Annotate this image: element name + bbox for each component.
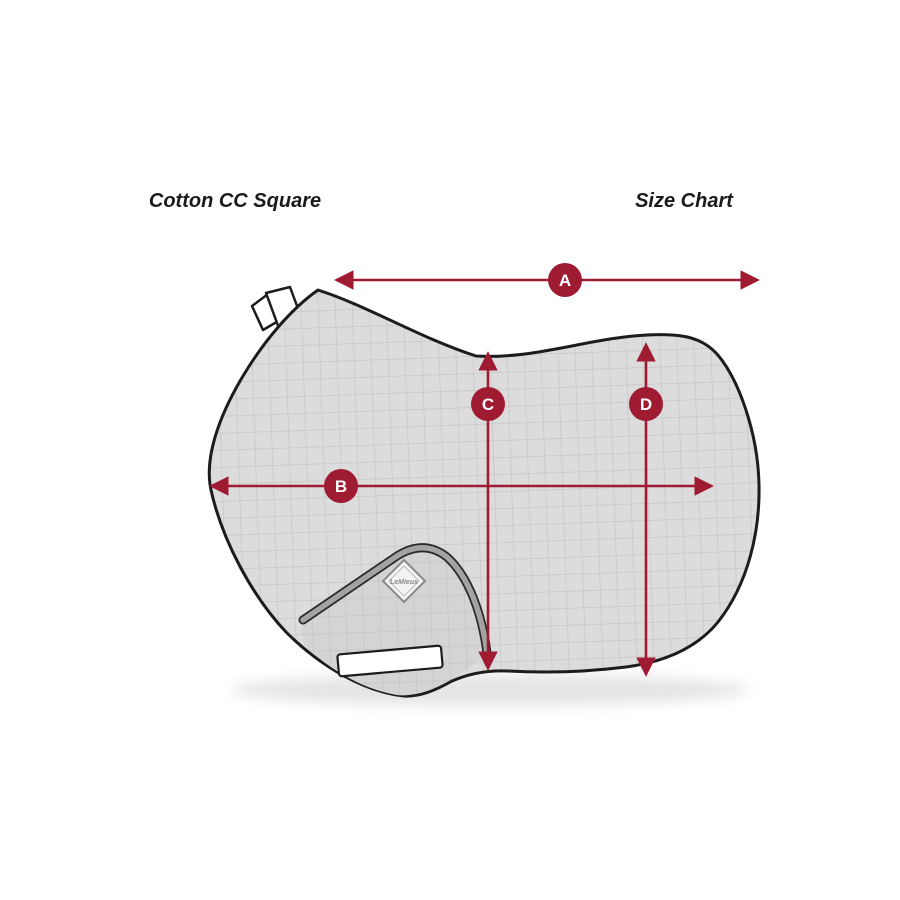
- saddle-pad-illustration: LeMieux: [207, 285, 761, 706]
- label-circle-D: [629, 387, 663, 421]
- pad-outline: [207, 288, 761, 698]
- velcro-strap: [336, 644, 444, 678]
- corner-flap: LeMieux: [298, 543, 492, 696]
- badge-diamond: [381, 558, 427, 604]
- measurement-B: B: [209, 469, 714, 503]
- brand-badge: LeMieux: [381, 558, 427, 604]
- measurement-C: C: [471, 351, 505, 671]
- label-circle-A: [548, 263, 582, 297]
- chart-title: Size Chart: [635, 190, 734, 212]
- pad-shadow: [230, 674, 750, 706]
- product-title: Cotton CC Square: [149, 190, 321, 212]
- measurement-arrows: A B C D: [209, 263, 760, 677]
- badge-inner-diamond: [388, 565, 420, 597]
- measurement-A: A: [334, 263, 760, 297]
- brand-name: LeMieux: [390, 579, 419, 586]
- label-D: D: [640, 395, 652, 414]
- label-circle-B: [324, 469, 358, 503]
- label-A: A: [559, 271, 571, 290]
- label-circle-C: [471, 387, 505, 421]
- label-C: C: [482, 395, 494, 414]
- label-B: B: [335, 477, 347, 496]
- measurement-D: D: [629, 342, 663, 677]
